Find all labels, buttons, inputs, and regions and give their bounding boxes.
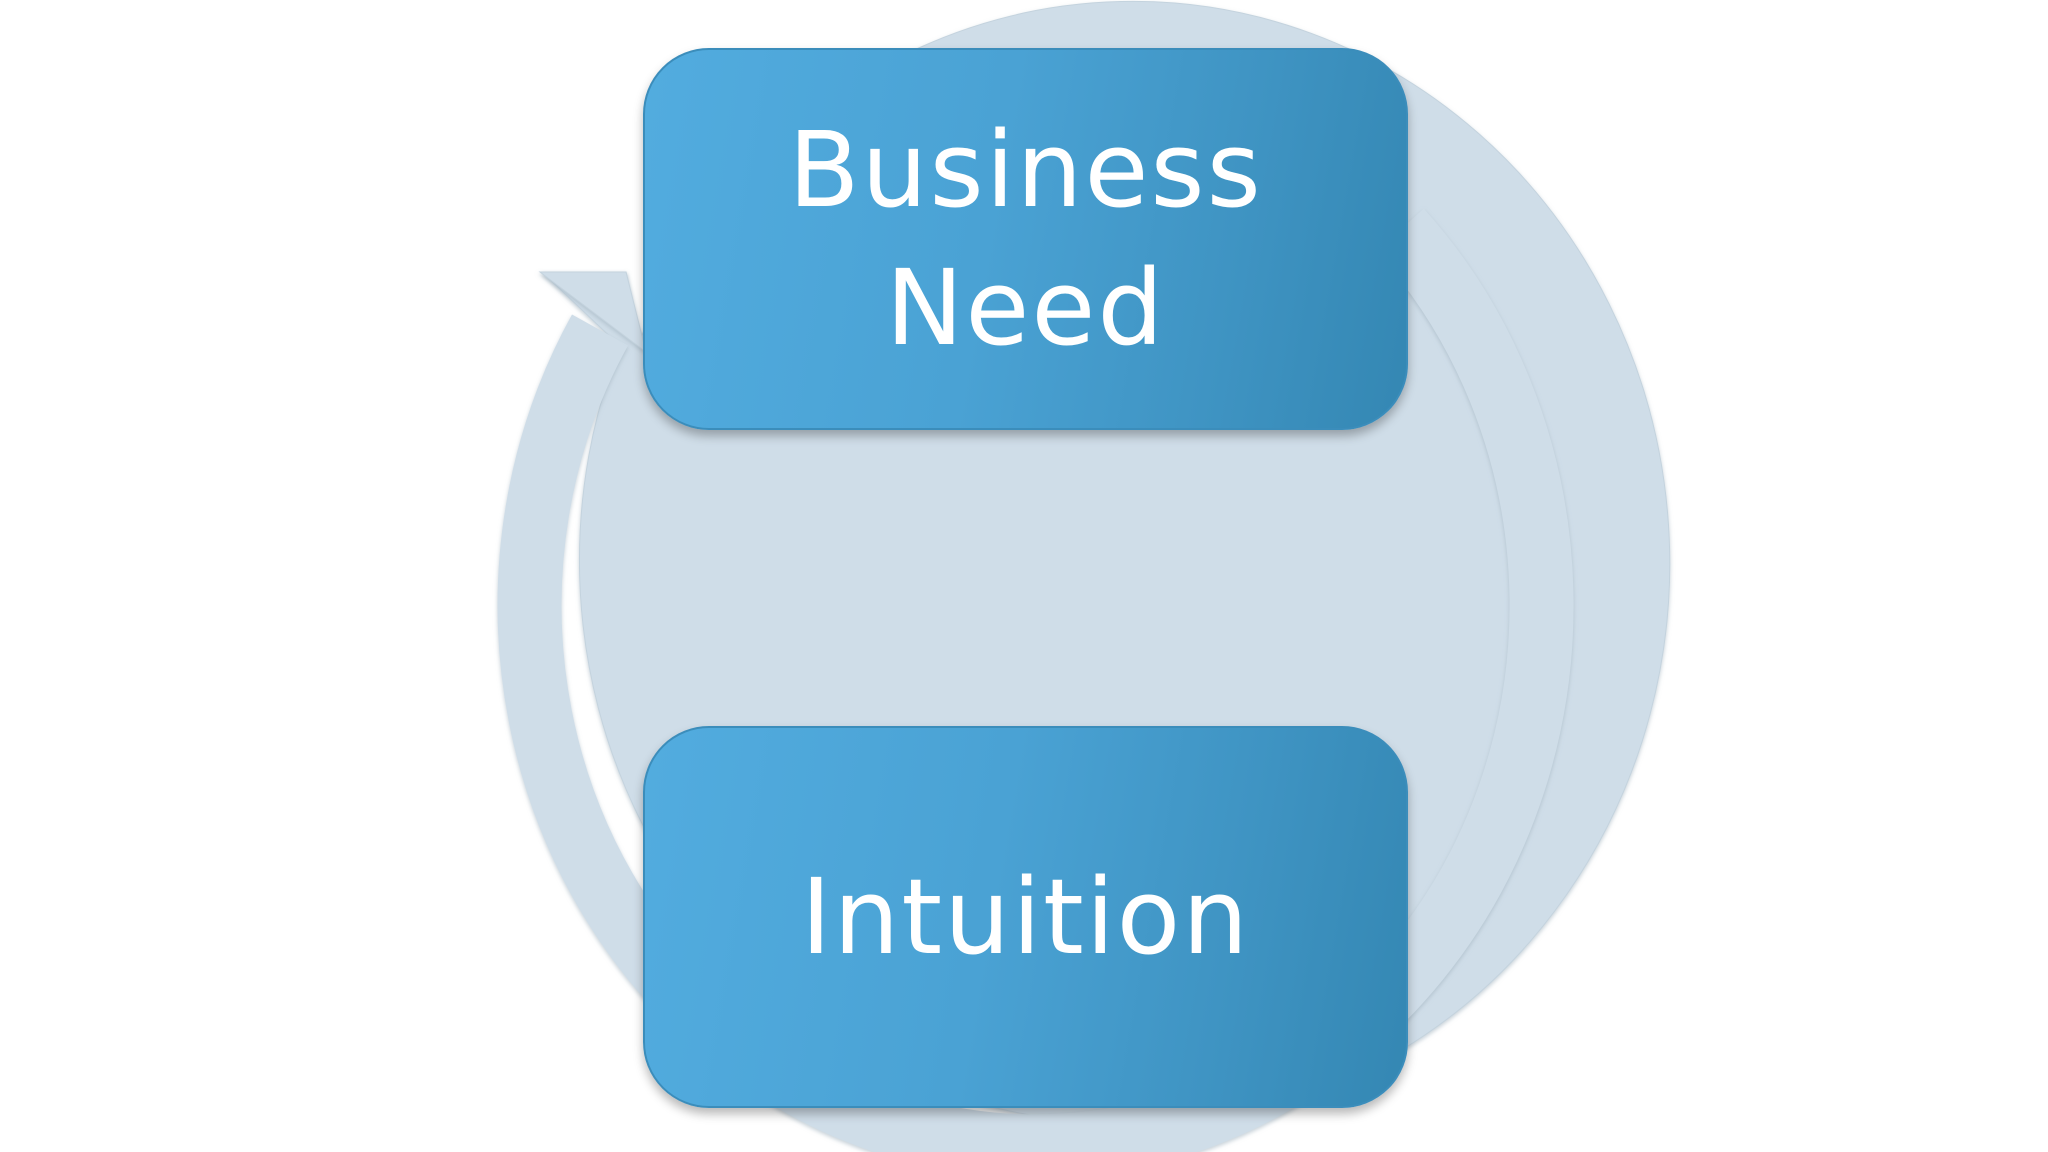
cycle-arrow-head [538,271,647,354]
node-label: Business Need [788,109,1263,369]
cycle-ring [497,208,1574,1152]
node-business-need: Business Need [643,48,1408,430]
node-label: Intuition [800,856,1251,978]
node-intuition: Intuition [643,726,1408,1108]
